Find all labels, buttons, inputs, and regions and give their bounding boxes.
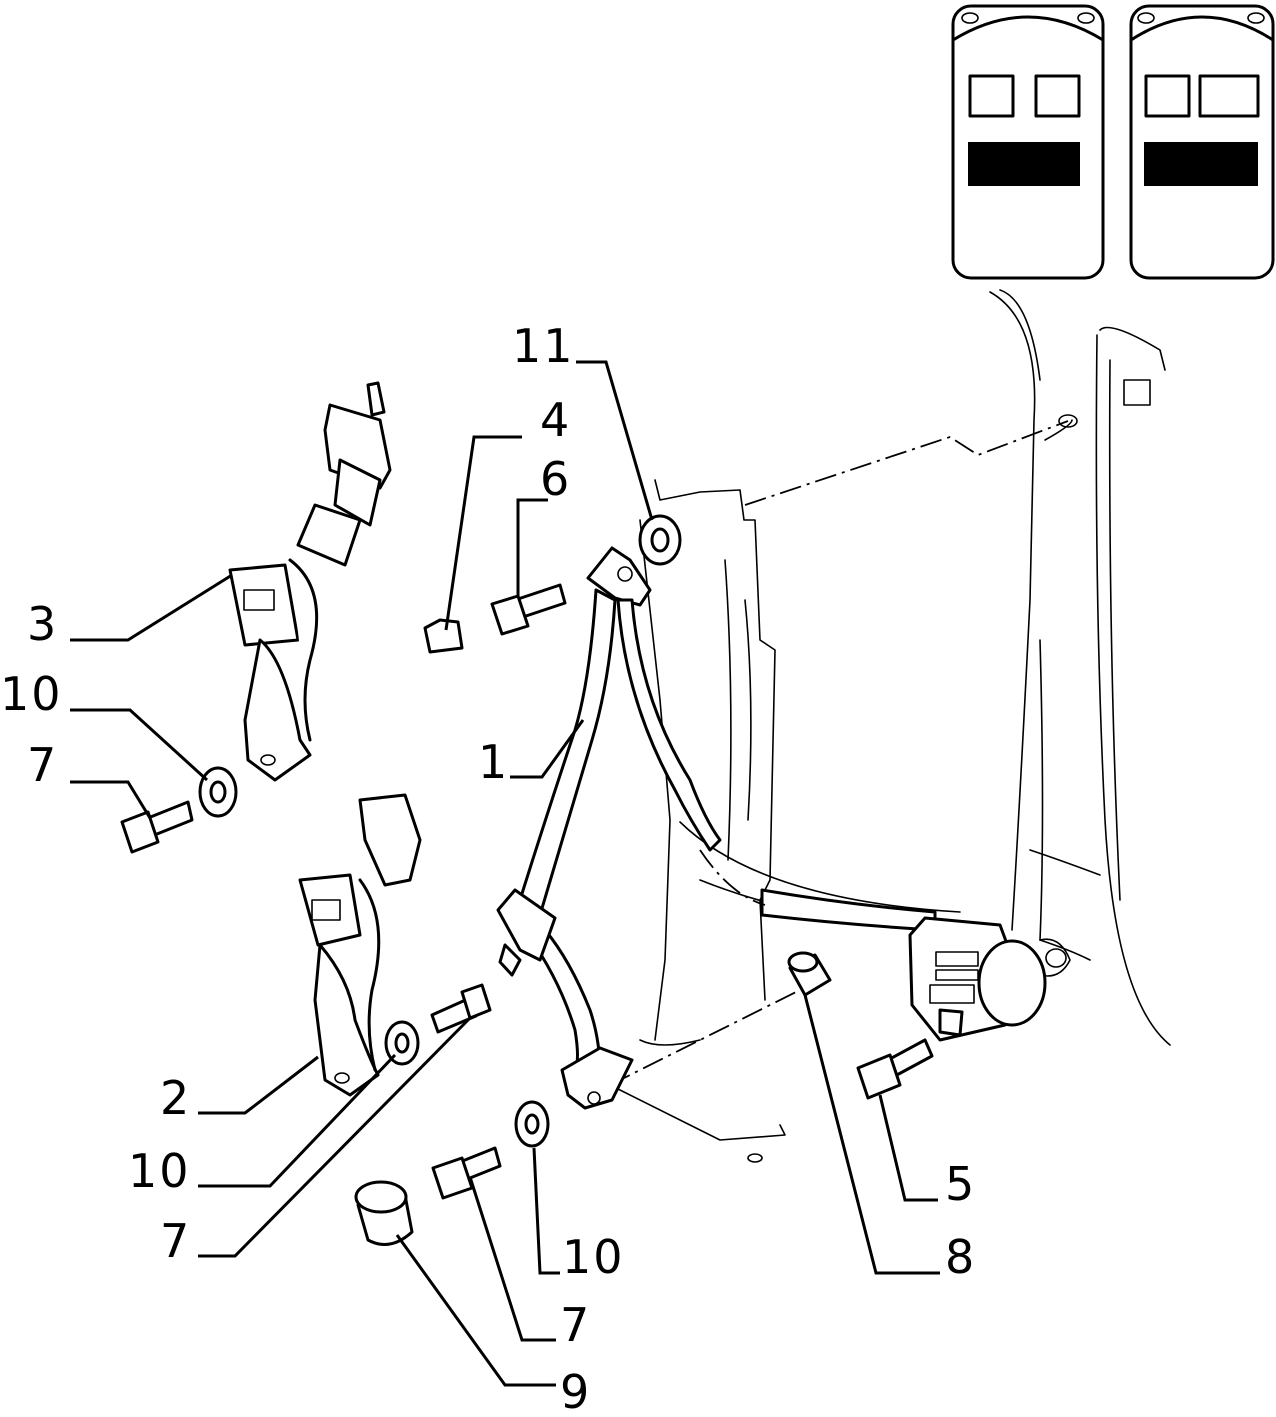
callout-4: 4 — [540, 393, 571, 447]
seat-belt-assembly — [496, 546, 937, 1110]
bolt-retractor — [856, 1038, 934, 1100]
callout-1: 1 — [478, 735, 509, 789]
bolt-upper-anchor — [490, 583, 567, 636]
bolt-bottom — [431, 1146, 502, 1200]
bolt-top-left — [120, 800, 194, 854]
callout-10-left: 10 — [128, 1144, 191, 1198]
body-pillar-panel — [609, 289, 1171, 1163]
leader-lines — [70, 360, 940, 1387]
callout-8: 8 — [945, 1230, 976, 1284]
bolt-middle — [430, 983, 492, 1034]
vehicle-config-icon-left — [951, 4, 1105, 280]
callout-9: 9 — [560, 1365, 591, 1417]
callout-5: 5 — [945, 1157, 976, 1211]
callout-7-bottom: 7 — [560, 1298, 591, 1352]
washer-top — [198, 766, 238, 818]
callout-3: 3 — [27, 597, 58, 651]
callout-6: 6 — [540, 452, 571, 506]
washer-bottom — [514, 1100, 550, 1148]
cover-cap-small — [423, 618, 464, 654]
callout-11: 11 — [512, 319, 575, 373]
retractor-reel — [908, 916, 1047, 1042]
callout-2: 2 — [160, 1071, 191, 1125]
callout-10-bottom: 10 — [562, 1230, 625, 1284]
callout-7-top: 7 — [27, 738, 58, 792]
washer-left — [384, 1020, 420, 1066]
callout-10-top: 10 — [0, 667, 63, 721]
spacer-bush — [787, 951, 832, 997]
washer-upper-anchor — [638, 514, 682, 566]
cover-cap-large — [354, 1180, 414, 1246]
buckle-assembly-upper — [228, 381, 392, 782]
vehicle-config-icon-right — [1129, 4, 1275, 280]
callout-7-left: 7 — [160, 1214, 191, 1268]
